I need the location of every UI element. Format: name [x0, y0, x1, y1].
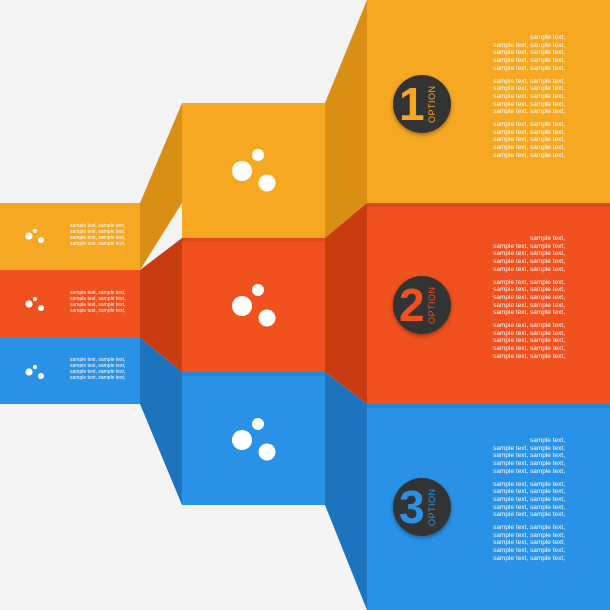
bubbles-icon — [232, 149, 276, 192]
bubbles-icon — [232, 418, 276, 461]
bubbles-icon — [232, 284, 276, 327]
option-number: 1 — [399, 78, 425, 130]
middle-block-orange — [182, 103, 325, 238]
option-number: 2 — [399, 279, 425, 331]
left-band-orange — [0, 203, 140, 270]
connector-red-right — [325, 203, 367, 404]
option-badge-2: 2 OPTION — [393, 276, 451, 334]
connector-blue-left — [140, 338, 182, 505]
connector-red-left — [140, 238, 182, 372]
option-badge-1: 1 OPTION — [393, 75, 451, 133]
connector-blue-right — [325, 372, 367, 610]
right-text-2: sample text, sample text, sample text, s… — [493, 235, 565, 360]
connector-orange-right — [325, 0, 367, 238]
bubbles-icon — [25, 296, 44, 311]
option-number: 3 — [399, 481, 425, 533]
middle-block-blue — [182, 372, 325, 505]
middle-block-red — [182, 238, 325, 372]
left-band-blue — [0, 338, 140, 404]
bubbles-icon — [25, 228, 44, 243]
left-band-red — [0, 270, 140, 338]
bubbles-icon — [25, 364, 44, 379]
left-text-red: sample text, sample text, sample text, s… — [70, 290, 126, 315]
connector-orange-left — [140, 103, 182, 270]
left-text-orange: sample text, sample text, sample text, s… — [70, 223, 126, 248]
left-text-blue: sample text, sample text, sample text, s… — [70, 357, 126, 382]
option-badge-3: 3 OPTION — [393, 478, 451, 536]
right-text-1: sample text, sample text, sample text, s… — [493, 34, 565, 159]
right-text-3: sample text, sample text, sample text, s… — [493, 437, 565, 562]
